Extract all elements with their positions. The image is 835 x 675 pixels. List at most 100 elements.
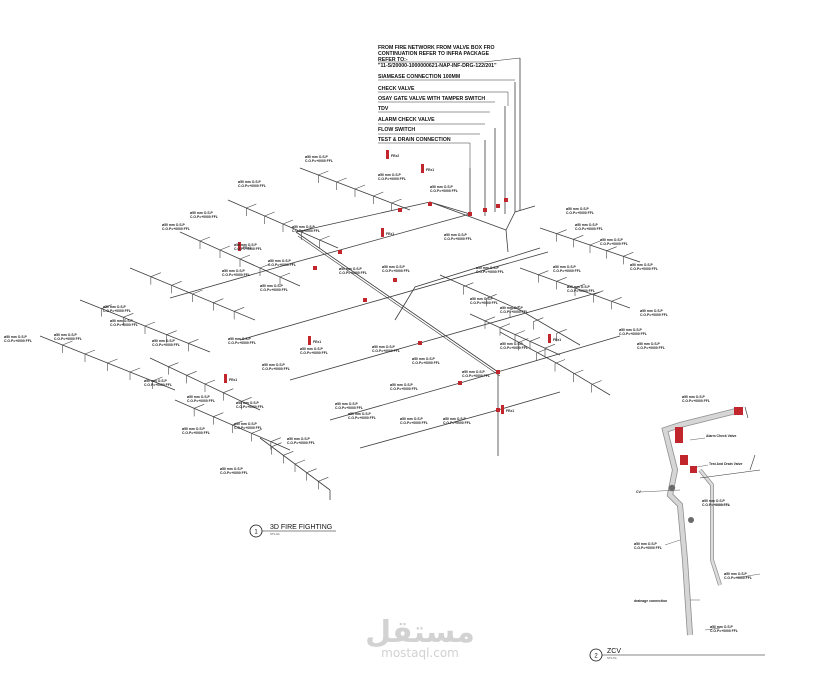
check-valve-icon bbox=[668, 484, 676, 492]
sprinkler-arm bbox=[279, 272, 291, 285]
pipe-tag: ø50 mm O.S.PC.O.P=+0000 FFL bbox=[630, 263, 658, 271]
pipe-tag: ø50 mm O.S.PC.O.P=+0000 FFL bbox=[500, 306, 528, 314]
valve-callouts: FROM FIRE NETWORK FROM VALVE BOX FRO CON… bbox=[378, 45, 497, 143]
watermark-arabic: مستقل bbox=[365, 615, 475, 650]
sprinkler-arm bbox=[192, 289, 203, 302]
pipe-tag: ø50 mm O.S.PC.O.P=+0000 FFL bbox=[234, 243, 262, 251]
pipe-tag-size: ø50 mm O.S.P bbox=[372, 345, 396, 349]
pipe-tag-size: ø50 mm O.S.P bbox=[54, 333, 78, 337]
pipe-tag-level: C.O.P=+0000 FFL bbox=[234, 247, 262, 251]
pipe-tag-level: C.O.P=+0000 FFL bbox=[567, 289, 595, 293]
sprinkler-arm bbox=[593, 290, 604, 303]
pipe-tag-size: ø50 mm O.S.P bbox=[462, 370, 486, 374]
zcv-drainage-label: drainage connection bbox=[634, 599, 667, 603]
pipe-tag-size: ø50 mm O.S.P bbox=[430, 185, 454, 189]
pipe-tag-size: ø50 mm O.S.P bbox=[630, 263, 654, 267]
zcv-valve-set bbox=[668, 407, 743, 523]
pipe-tag-level: C.O.P=+0000 FFL bbox=[236, 405, 264, 409]
pipe-tag: ø50 mm O.S.PC.O.P=+0000 FFL bbox=[640, 309, 668, 317]
sprinkler-arm bbox=[574, 283, 586, 296]
valve-icon bbox=[496, 370, 500, 374]
sprinkler-arm bbox=[336, 177, 347, 190]
pipe-tag: ø50 mm O.S.PC.O.P=+0000 FFL bbox=[553, 265, 581, 273]
pipe-tag-level: C.O.P=+0000 FFL bbox=[144, 383, 172, 387]
fire-extinguisher-label: FEx1 bbox=[386, 232, 394, 236]
zcv-pipe-tag: ø50 mm O.S.PC.O.P=+0000 FFL bbox=[724, 572, 752, 580]
pipe-tag-size: ø50 mm O.S.P bbox=[300, 347, 324, 351]
pipe-tag-level: C.O.P=+0000 FFL bbox=[500, 346, 528, 350]
pipe-tag: ø50 mm O.S.PC.O.P=+0000 FFL bbox=[462, 370, 490, 378]
pipe-tag-size: ø50 mm O.S.P bbox=[566, 207, 590, 211]
fire-extinguisher-icon bbox=[421, 164, 424, 173]
zcv-pipe-tag-size: ø50 mm O.S.P bbox=[724, 572, 748, 576]
pipe-tag-size: ø50 mm O.S.P bbox=[4, 335, 28, 339]
valve-markers bbox=[313, 198, 508, 412]
pipe-tag-size: ø50 mm O.S.P bbox=[292, 225, 316, 229]
pipe-tag-size: ø50 mm O.S.P bbox=[238, 180, 262, 184]
sprinkler-arm bbox=[129, 367, 141, 380]
sprinkler-arm bbox=[219, 245, 231, 258]
pipe-tag: ø50 mm O.S.PC.O.P=+0000 FFL bbox=[378, 173, 406, 181]
sprinkler-arm bbox=[186, 371, 197, 384]
siamese-connection-label: SIAMEASE CONNECTION 100MM bbox=[378, 74, 460, 80]
sprinkler-arm bbox=[144, 321, 156, 334]
pipe-tag: ø50 mm O.S.PC.O.P=+0000 FFL bbox=[287, 437, 315, 445]
fire-extinguisher-label: FEx2 bbox=[391, 154, 399, 158]
valve-icon bbox=[363, 298, 367, 302]
pipe-tag-level: C.O.P=+0000 FFL bbox=[566, 211, 594, 215]
pipe-tag-level: C.O.P=+0000 FFL bbox=[500, 310, 528, 314]
pipe-tag: ø50 mm O.S.PC.O.P=+0000 FFL bbox=[152, 339, 180, 347]
pipe-tag-level: C.O.P=+0000 FFL bbox=[222, 273, 250, 277]
zcv-pipe-tag-level: C.O.P=+0000 FFL bbox=[710, 629, 738, 633]
sprinkler-arm bbox=[168, 362, 179, 375]
pipe-tag-size: ø50 mm O.S.P bbox=[412, 357, 436, 361]
pipe-tag-level: C.O.P=+0000 FFL bbox=[400, 421, 428, 425]
pipe-tag: ø50 mm O.S.PC.O.P=+0000 FFL bbox=[400, 417, 428, 425]
pipe-tag-level: C.O.P=+0000 FFL bbox=[234, 426, 262, 430]
sprinkler-arm bbox=[536, 348, 547, 361]
pipe-tag-level: C.O.P=+0000 FFL bbox=[443, 421, 471, 425]
pipe-tag: ø50 mm O.S.PC.O.P=+0000 FFL bbox=[228, 337, 256, 345]
pipe-tag-size: ø50 mm O.S.P bbox=[575, 223, 599, 227]
sprinkler-arm bbox=[271, 442, 282, 455]
fire-extinguisher-label: FEx1 bbox=[243, 246, 251, 250]
pipe-tag-size: ø50 mm O.S.P bbox=[637, 342, 661, 346]
pipe-tag: ø50 mm O.S.PC.O.P=+0000 FFL bbox=[162, 223, 190, 231]
detail-1-scale: NTS-NA bbox=[270, 532, 280, 536]
sprinkler-arm bbox=[282, 219, 294, 232]
sprinkler-arm bbox=[62, 340, 73, 353]
pipe-tag: ø50 mm O.S.PC.O.P=+0000 FFL bbox=[54, 333, 82, 341]
pipe-tag: ø50 mm O.S.PC.O.P=+0000 FFL bbox=[236, 401, 264, 409]
mostaql-watermark: مستقل mostaql.com bbox=[365, 615, 475, 660]
sprinkler-arm bbox=[573, 235, 584, 248]
pipe-tag-size: ø50 mm O.S.P bbox=[567, 285, 591, 289]
valve-icon bbox=[398, 208, 402, 212]
alarm-check-valve-label: ALARM CHECK VALVE bbox=[378, 117, 435, 123]
pipe-tag-size: ø50 mm O.S.P bbox=[400, 417, 424, 421]
pipe-tag: ø50 mm O.S.PC.O.P=+0000 FFL bbox=[500, 342, 528, 350]
pipe-tag-level: C.O.P=+0000 FFL bbox=[228, 341, 256, 345]
sprinkler-arm bbox=[529, 337, 541, 350]
pipe-tag: ø50 mm O.S.PC.O.P=+0000 FFL bbox=[110, 319, 138, 327]
pipe-tag: ø50 mm O.S.PC.O.P=+0000 FFL bbox=[348, 412, 376, 420]
pipe-tag-size: ø50 mm O.S.P bbox=[500, 306, 524, 310]
valve-icon bbox=[468, 212, 472, 216]
sprinkler-arm bbox=[554, 359, 566, 372]
pipe-tag-size: ø50 mm O.S.P bbox=[476, 266, 500, 270]
sprinkler-arm bbox=[591, 380, 602, 393]
zcv-pipe-tag-level: C.O.P=+0000 FFL bbox=[682, 399, 710, 403]
pipe-tag: ø50 mm O.S.PC.O.P=+0000 FFL bbox=[470, 297, 498, 305]
pipe-tag-size: ø50 mm O.S.P bbox=[443, 417, 467, 421]
pipe-tag-level: C.O.P=+0000 FFL bbox=[305, 159, 333, 163]
sprinkler-arm bbox=[213, 412, 224, 425]
pipe-tag: ø50 mm O.S.PC.O.P=+0000 FFL bbox=[144, 379, 172, 387]
pipe-tag-size: ø50 mm O.S.P bbox=[228, 337, 252, 341]
sprinkler-arm bbox=[270, 437, 281, 450]
pipe-tag-size: ø50 mm O.S.P bbox=[260, 284, 284, 288]
zcv-pipe-tag-size: ø50 mm O.S.P bbox=[710, 625, 734, 629]
pipe-tag-size: ø50 mm O.S.P bbox=[287, 437, 311, 441]
sprinkler-arm bbox=[232, 420, 243, 433]
detail-1-number: 1 bbox=[254, 530, 258, 536]
